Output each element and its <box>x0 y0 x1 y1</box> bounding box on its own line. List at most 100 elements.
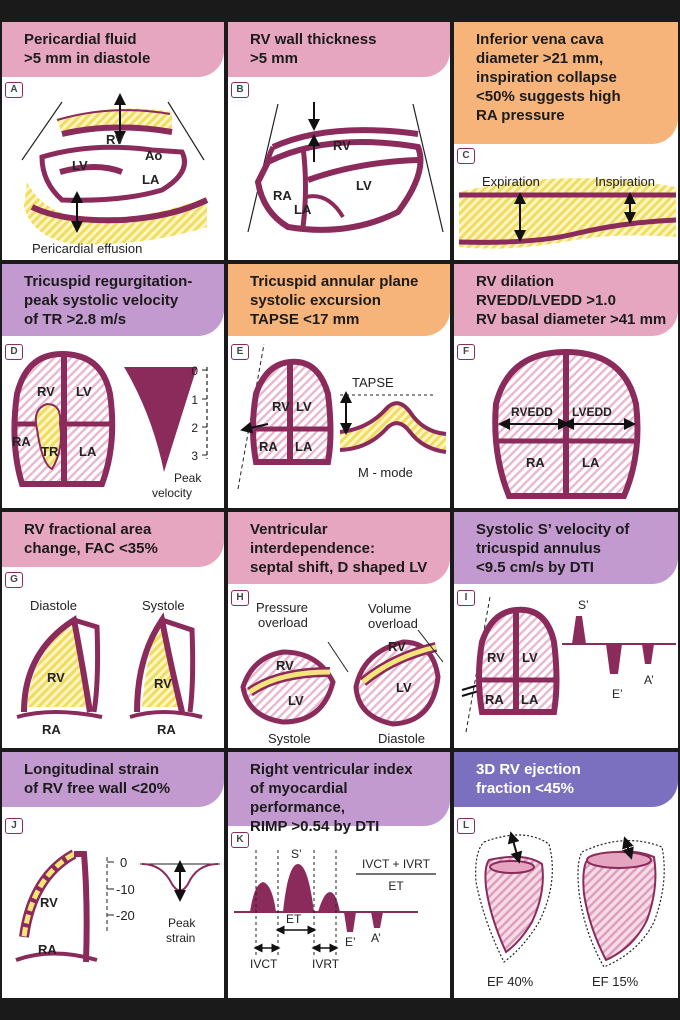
label-b-la: LA <box>294 202 312 217</box>
panel-c-title-2: diameter >21 mm, <box>476 50 604 67</box>
label-k-numerator: IVCT + IVRT <box>362 857 431 871</box>
label-c-expiration: Expiration <box>482 174 540 189</box>
panel-h-title-2: interdependence: <box>250 540 376 557</box>
panel-c-title-3: inspiration collapse <box>476 69 617 86</box>
panel-k-header: Right ventricular index of myocardial pe… <box>228 752 450 835</box>
label-e-la: LA <box>295 439 313 454</box>
panel-d-title-1: Tricuspid regurgitation- <box>24 273 193 290</box>
label-g-rv1: RV <box>47 670 65 685</box>
label-h-systole: Systole <box>268 731 311 746</box>
label-g-diastole: Diastole <box>30 598 77 613</box>
strain-diagram: 0 -10 -20 Peak strain RV RA <box>15 849 220 963</box>
panel-c-letter: C <box>457 148 475 164</box>
panel-a-header: Pericardial fluid >5 mm in diastole <box>2 22 224 77</box>
panel-i-letter: I <box>457 590 475 606</box>
panel-k-title-1: Right ventricular index <box>250 761 413 778</box>
label-a-ao: Ao <box>145 148 162 163</box>
label-j-peak1: Peak <box>168 916 196 930</box>
panel-j-title-2: of RV free wall <20% <box>24 780 171 797</box>
label-l-ef1: EF 40% <box>487 974 534 989</box>
panel-e: Tricuspid annular plane systolic excursi… <box>228 264 450 508</box>
panel-c-header: Inferior vena cava diameter >21 mm, insp… <box>454 22 678 144</box>
tick-d-2: 2 <box>191 421 198 435</box>
label-g-ra2: RA <box>157 722 176 737</box>
panel-h-letter: H <box>231 590 249 606</box>
panel-j-letter: J <box>5 818 23 834</box>
panel-d-header: Tricuspid regurgitation- peak systolic v… <box>2 264 224 336</box>
label-i-s: S’ <box>578 598 589 612</box>
panel-d-letter: D <box>5 344 23 360</box>
label-h-diastole: Diastole <box>378 731 425 746</box>
ejection-fraction-diagram: EF 40% EF 15% <box>475 831 665 989</box>
panel-k: Right ventricular index of myocardial pe… <box>228 752 450 998</box>
label-h-rv1: RV <box>276 658 294 673</box>
panel-c-title-1: Inferior vena cava <box>476 31 604 48</box>
label-h-lv2: LV <box>396 680 412 695</box>
label-e-ra: RA <box>259 439 278 454</box>
tick-d-3: 3 <box>191 449 198 463</box>
panel-b-title-1: RV wall thickness <box>250 31 377 48</box>
label-i-rv: RV <box>487 650 505 665</box>
label-f-lvedd: LVEDD <box>572 405 612 419</box>
panel-a-title-1: Pericardial fluid <box>24 31 137 48</box>
tick-j-0: 0 <box>120 855 127 870</box>
label-d-rv: RV <box>37 384 55 399</box>
label-e-lv: LV <box>296 399 312 414</box>
panel-e-title-3: TAPSE <17 mm <box>250 311 360 328</box>
label-k-e: E’ <box>345 935 356 949</box>
panel-k-letter: K <box>231 832 249 848</box>
panel-a-title-2: >5 mm in diastole <box>24 50 151 67</box>
label-k-et: ET <box>286 912 302 926</box>
label-d-ra: RA <box>12 434 31 449</box>
label-i-a: A’ <box>644 673 654 687</box>
panel-a: Pericardial fluid >5 mm in diastole A RV… <box>2 22 224 260</box>
panel-j: Longitudinal strain of RV free wall <20%… <box>2 752 224 998</box>
panel-h-title-1: Ventricular <box>250 521 328 538</box>
label-e-tapse: TAPSE <box>352 375 394 390</box>
label-k-denominator: ET <box>388 879 404 893</box>
label-i-la: LA <box>521 692 539 707</box>
label-f-la: LA <box>582 455 600 470</box>
label-k-a: A’ <box>371 931 381 945</box>
label-d-lv: LV <box>76 384 92 399</box>
panel-c-title-4: <50% suggests high <box>476 88 621 105</box>
panel-i-title-2: tricuspid annulus <box>476 540 602 557</box>
label-g-rv2: RV <box>154 676 172 691</box>
panel-l-header: 3D RV ejection fraction <45% <box>454 752 678 807</box>
panel-l: 3D RV ejection fraction <45% L EF 40% EF… <box>454 752 678 998</box>
label-e-mmode: M - mode <box>358 465 413 480</box>
label-i-ra: RA <box>485 692 504 707</box>
label-b-rv: RV <box>333 138 351 153</box>
label-d-la: LA <box>79 444 97 459</box>
panel-b-header: RV wall thickness >5 mm <box>228 22 450 77</box>
tick-j-2: -20 <box>116 908 135 923</box>
label-h-volume2: overload <box>368 616 418 631</box>
panel-f-header: RV dilation RVEDD/LVEDD >1.0 RV basal di… <box>454 264 678 336</box>
panel-d-title-2: peak systolic velocity <box>24 292 179 309</box>
label-j-rv: RV <box>40 895 58 910</box>
label-a-effusion: Pericardial effusion <box>32 241 142 256</box>
panel-e-letter: E <box>231 344 249 360</box>
panel-f-title-1: RV dilation <box>476 273 555 290</box>
ivc-diagram: Expiration Inspiration <box>458 174 677 249</box>
rv-dilation-diagram: RVEDD LVEDD RA LA <box>492 348 641 499</box>
pericardial-diagram: RV Ao LV LA Pericardial effusion <box>21 93 209 256</box>
panel-g-letter: G <box>5 572 23 588</box>
panel-e-title-2: systolic excursion <box>250 292 381 309</box>
label-j-peak2: strain <box>166 931 195 945</box>
panel-f-title-3: RV basal diameter >41 mm <box>476 311 667 328</box>
label-g-systole: Systole <box>142 598 185 613</box>
panel-h: Ventricular interdependence: septal shif… <box>228 512 450 748</box>
label-h-volume1: Volume <box>368 601 411 616</box>
label-k-ivct: IVCT <box>250 957 278 971</box>
panel-e-title-1: Tricuspid annular plane <box>250 273 419 290</box>
tick-j-1: -10 <box>116 882 135 897</box>
panel-c: Inferior vena cava diameter >21 mm, insp… <box>454 22 678 260</box>
label-a-la: LA <box>142 172 160 187</box>
label-h-pressure2: overload <box>258 615 308 630</box>
panel-g: RV fractional area change, FAC <35% G Di… <box>2 512 224 748</box>
tr-velocity-diagram: 0 1 2 3 RV LV RA TR LA Peak velocity <box>11 350 208 500</box>
panel-c-title-5: RA pressure <box>476 107 565 124</box>
panel-b-letter: B <box>231 82 249 98</box>
